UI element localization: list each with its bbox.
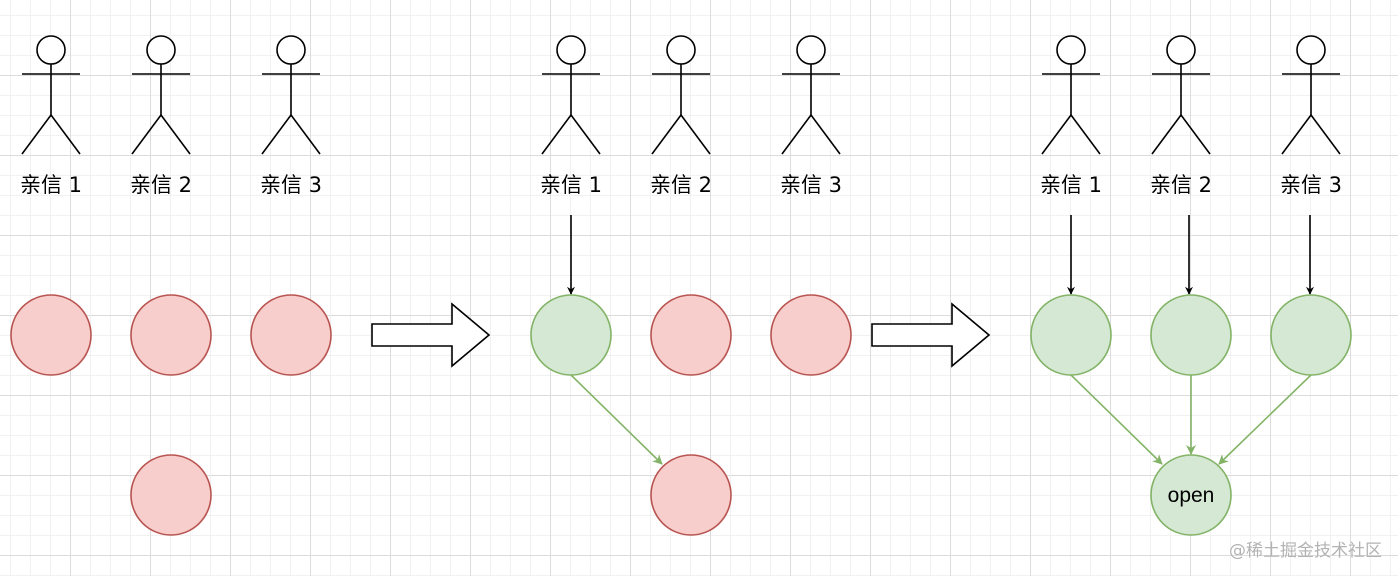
- stage-3: [1030, 35, 1352, 536]
- lock-node-3: [770, 294, 852, 376]
- actor-icon: [21, 35, 81, 155]
- green-edge: [1218, 374, 1312, 465]
- actor-icon: [781, 35, 841, 155]
- actor-label-1: 亲信 1: [19, 173, 83, 197]
- lock-node-1: [1030, 294, 1112, 376]
- target-node: [650, 454, 732, 536]
- lock-node-1: [10, 294, 92, 376]
- lock-node-1: [530, 294, 612, 376]
- target-node: [130, 454, 212, 536]
- actor-icon: [541, 35, 601, 155]
- actor-icon: [131, 35, 191, 155]
- green-edge: [1070, 374, 1163, 465]
- actor-label-3: 亲信 3: [259, 173, 323, 197]
- actor-label-3: 亲信 3: [779, 173, 843, 197]
- watermark: @稀土掘金技术社区: [1229, 541, 1382, 561]
- stage-2: [530, 35, 852, 536]
- actor-label-1: 亲信 1: [1039, 173, 1103, 197]
- actor-icon: [1281, 35, 1341, 155]
- actor-icon: [651, 35, 711, 155]
- lock-node-2: [1150, 294, 1232, 376]
- open-label: open: [1167, 484, 1215, 507]
- actor-label-2: 亲信 2: [1149, 173, 1213, 197]
- stage-1: [10, 35, 332, 536]
- green-edge: [570, 374, 663, 465]
- actor-label-3: 亲信 3: [1279, 173, 1343, 197]
- lock-node-2: [130, 294, 212, 376]
- lock-node-2: [650, 294, 732, 376]
- transition-arrow: [871, 302, 991, 368]
- lock-node-3: [1270, 294, 1352, 376]
- actor-label-2: 亲信 2: [129, 173, 193, 197]
- actor-icon: [1041, 35, 1101, 155]
- actor-label-2: 亲信 2: [649, 173, 713, 197]
- transition-arrow: [371, 302, 491, 368]
- lock-node-3: [250, 294, 332, 376]
- actor-icon: [1151, 35, 1211, 155]
- target-node: [1150, 454, 1232, 536]
- actor-label-1: 亲信 1: [539, 173, 603, 197]
- actor-icon: [261, 35, 321, 155]
